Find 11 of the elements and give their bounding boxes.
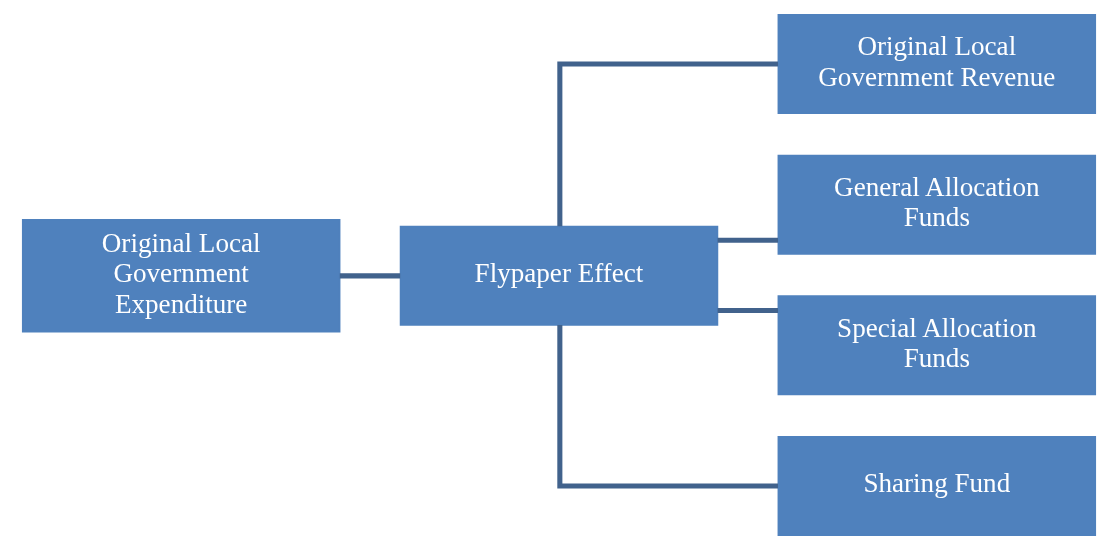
connector — [557, 61, 779, 227]
node-box: General Allocation Funds — [777, 154, 1097, 255]
connector — [557, 325, 779, 489]
connector — [717, 308, 779, 314]
node-box: Sharing Fund — [777, 435, 1097, 536]
node-box: Flypaper Effect — [399, 225, 719, 326]
node-box: Original Local Government Revenue — [777, 14, 1097, 115]
node-box: Special Allocation Funds — [777, 295, 1097, 396]
node-box: Original Local Government Expenditure — [21, 219, 341, 333]
connector — [717, 237, 779, 243]
connector — [339, 273, 401, 279]
